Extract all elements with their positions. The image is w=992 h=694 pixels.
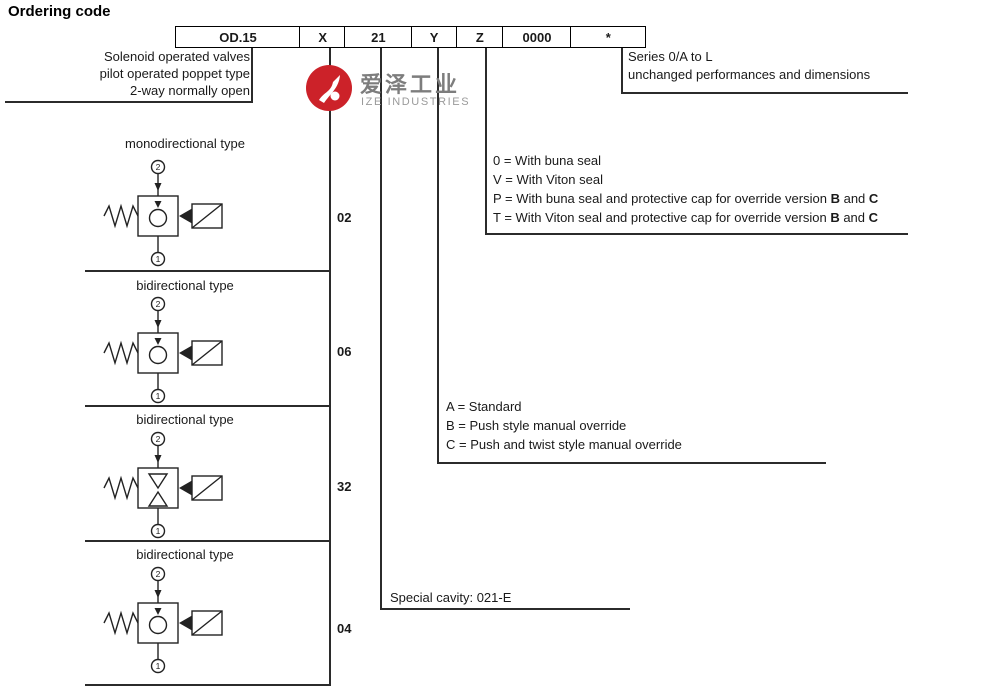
left-description-line: pilot operated poppet type xyxy=(99,66,250,81)
code-box-override: Y xyxy=(410,26,458,48)
page-title: Ordering code xyxy=(8,3,111,20)
ordering-code-row: OD.15 X 21 Y Z 0000 * xyxy=(175,26,647,48)
underline-override-options xyxy=(437,462,826,464)
svg-text:2: 2 xyxy=(156,569,161,579)
text-segment: C xyxy=(868,191,879,206)
valve-code-02: 02 xyxy=(337,210,352,225)
underline-series-description xyxy=(621,92,908,94)
valve-code-04: 04 xyxy=(337,621,352,636)
text-segment: V = With Viton seal xyxy=(493,172,603,187)
seal-option-line: 0 = With buna seal xyxy=(493,151,878,170)
override-option-line: A = Standard xyxy=(446,399,522,414)
svg-text:1: 1 xyxy=(156,391,161,401)
separator-valve-1 xyxy=(85,270,331,272)
connector-line-seal xyxy=(485,47,487,235)
series-description-line: Series 0/A to L xyxy=(628,49,713,64)
left-description-line: 2-way normally open xyxy=(130,83,250,98)
seal-option-line: T = With Viton seal and protective cap f… xyxy=(493,208,878,227)
connector-line-model xyxy=(251,47,253,103)
code-box-model: OD.15 xyxy=(175,26,301,48)
override-options: A = Standard B = Push style manual overr… xyxy=(446,397,682,454)
special-cavity-note: Special cavity: 021-E xyxy=(390,590,512,605)
valve-code-32: 32 xyxy=(337,479,352,494)
left-description-line: Solenoid operated valves xyxy=(104,49,250,64)
text-segment: 0 = With buna seal xyxy=(493,153,602,168)
svg-text:2: 2 xyxy=(156,434,161,444)
series-description: Series 0/A to L unchanged performances a… xyxy=(628,48,870,84)
text-segment: P = With buna seal and protective cap fo… xyxy=(493,191,831,206)
brand-name-english: IZE INDUSTRIES xyxy=(361,96,471,108)
text-segment: B xyxy=(830,210,840,225)
code-box-seal: Z xyxy=(455,26,504,48)
override-option-line: C = Push and twist style manual override xyxy=(446,437,682,452)
connector-line-cavity xyxy=(380,47,382,610)
seal-option-line: V = With Viton seal xyxy=(493,170,878,189)
seal-options: 0 = With buna seal V = With Viton seal P… xyxy=(493,151,878,227)
connector-line-override xyxy=(437,47,439,464)
svg-text:2: 2 xyxy=(156,162,161,172)
underline-left-description xyxy=(5,101,253,103)
connector-line-type xyxy=(329,47,331,686)
svg-text:1: 1 xyxy=(156,661,161,671)
connector-line-series xyxy=(621,47,623,94)
valve-type-label-04: bidirectional type xyxy=(136,547,234,562)
svg-text:2: 2 xyxy=(156,299,161,309)
text-segment: C xyxy=(868,210,879,225)
underline-special-cavity xyxy=(380,608,630,610)
ize-logo-icon xyxy=(305,64,353,112)
separator-valve-3 xyxy=(85,540,331,542)
valve-type-label-06: bidirectional type xyxy=(136,278,234,293)
text-segment: and xyxy=(839,191,869,206)
underline-seal-options xyxy=(485,233,908,235)
left-description: Solenoid operated valves pilot operated … xyxy=(10,48,250,99)
text-segment: B xyxy=(830,191,840,206)
separator-valve-4 xyxy=(85,684,331,686)
code-box-series: * xyxy=(570,26,647,48)
override-option-line: B = Push style manual override xyxy=(446,418,627,433)
separator-valve-2 xyxy=(85,405,331,407)
valve-code-06: 06 xyxy=(337,344,352,359)
series-description-line: unchanged performances and dimensions xyxy=(628,67,871,82)
code-box-cavity: 21 xyxy=(344,26,413,48)
svg-text:1: 1 xyxy=(156,254,161,264)
seal-option-line: P = With buna seal and protective cap fo… xyxy=(493,189,878,208)
text-segment: T = With Viton seal and protective cap f… xyxy=(493,210,831,225)
code-box-type: X xyxy=(299,26,347,48)
svg-text:1: 1 xyxy=(156,526,161,536)
valve-type-label-02: monodirectional type xyxy=(125,136,245,151)
brand-name-chinese: 爱泽工业 xyxy=(360,72,461,97)
valve-type-label-32: bidirectional type xyxy=(136,412,234,427)
code-box-voltage: 0000 xyxy=(502,26,573,48)
text-segment: and xyxy=(839,210,869,225)
